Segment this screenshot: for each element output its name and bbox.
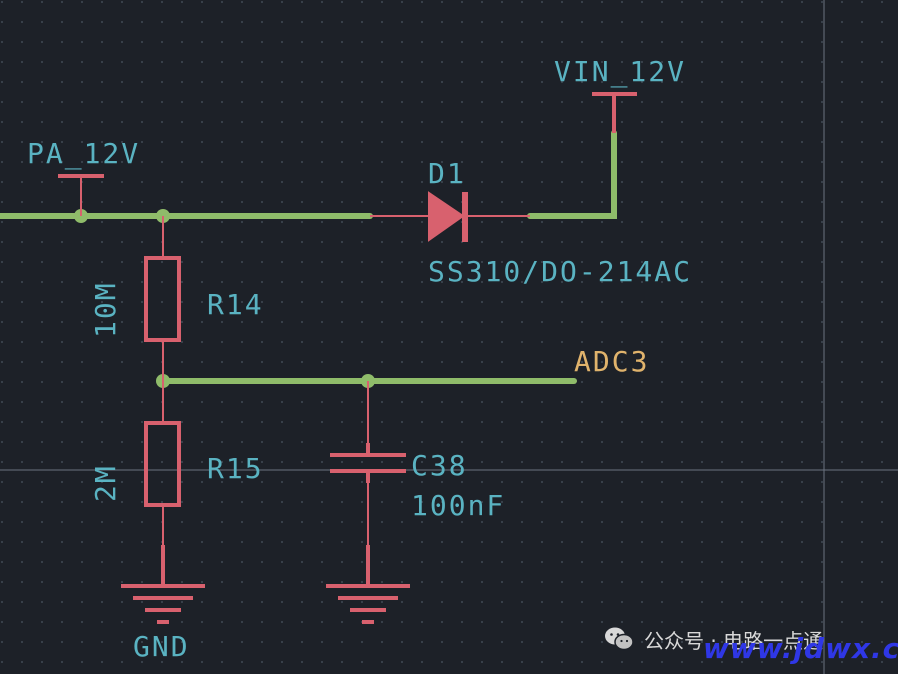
capacitor-c38[interactable]	[330, 381, 406, 586]
net-label-vin12v: VIN_12V	[554, 55, 687, 88]
d1-reference: D1	[428, 157, 466, 190]
r14-reference: R14	[207, 288, 264, 321]
r15-reference: R15	[207, 452, 264, 485]
d1-value: SS310/DO-214AC	[428, 255, 693, 288]
vin12v-power-port[interactable]	[592, 92, 637, 133]
watermark-account: 公众号 · 电路一点通	[644, 628, 824, 653]
watermark-url: www.jdwx.cn	[703, 632, 898, 665]
gnd-symbol-r15[interactable]	[121, 584, 205, 624]
pa12v-power-port[interactable]	[58, 174, 104, 216]
c38-value: 100nF	[411, 489, 506, 522]
gnd-symbol-c38[interactable]	[326, 584, 410, 624]
wechat-icon	[604, 626, 634, 652]
resistor-r15[interactable]	[144, 381, 181, 586]
resistor-r14[interactable]	[144, 216, 181, 381]
net-label-pa12v: PA_12V	[27, 137, 141, 170]
net-label-gnd: GND	[133, 630, 190, 663]
wire-vin12v[interactable]	[527, 130, 617, 219]
diode-d1[interactable]	[370, 191, 530, 242]
r15-value: 2M	[89, 464, 122, 502]
c38-reference: C38	[411, 449, 468, 482]
global-label-adc3: ADC3	[574, 345, 650, 378]
watermark: 公众号 · 电路一点通	[604, 624, 823, 654]
r14-value: 10M	[89, 281, 122, 338]
